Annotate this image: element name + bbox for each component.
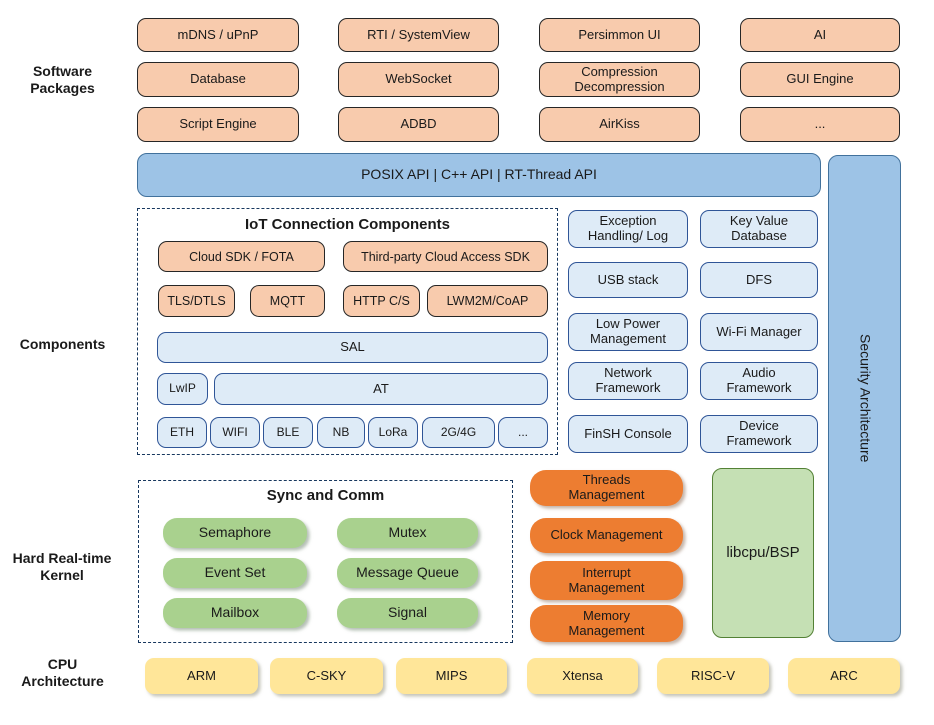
iot-tls-dtls: TLS/DTLS: [158, 285, 235, 317]
kernel-clock-management: Clock Management: [530, 518, 683, 553]
package-ai: AI: [740, 18, 900, 52]
cpu-mips: MIPS: [396, 658, 507, 694]
cpu-xtensa: Xtensa: [527, 658, 638, 694]
iot-at: AT: [214, 373, 548, 405]
package-adbd: ADBD: [338, 107, 499, 142]
component-network-framework: Network Framework: [568, 362, 688, 400]
iot-connection-components-box: [137, 208, 558, 455]
iot-lwip: LwIP: [157, 373, 208, 405]
component-wifi-manager: Wi-Fi Manager: [700, 313, 818, 351]
cpu-c-sky: C-SKY: [270, 658, 383, 694]
label-hard-realtime-kernel: Hard Real-time Kernel: [12, 550, 112, 584]
package-gui-engine: GUI Engine: [740, 62, 900, 97]
iot-sal: SAL: [157, 332, 548, 363]
package-script-engine: Script Engine: [137, 107, 299, 142]
package-database: Database: [137, 62, 299, 97]
label-cpu-architecture: CPU Architecture: [21, 656, 104, 690]
iot-phy-ble: BLE: [263, 417, 313, 448]
component-usb-stack: USB stack: [568, 262, 688, 298]
package-persimmon-ui: Persimmon UI: [539, 18, 700, 52]
kernel-signal: Signal: [337, 598, 478, 628]
package-more: ...: [740, 107, 900, 142]
kernel-event-set: Event Set: [163, 558, 307, 588]
iot-cloud-sdk-fota: Cloud SDK / FOTA: [158, 241, 325, 272]
iot-phy-more: ...: [498, 417, 548, 448]
component-low-power-management: Low Power Management: [568, 313, 688, 351]
component-audio-framework: Audio Framework: [700, 362, 818, 400]
kernel-semaphore: Semaphore: [163, 518, 307, 548]
cpu-arc: ARC: [788, 658, 900, 694]
package-websocket: WebSocket: [338, 62, 499, 97]
kernel-mutex: Mutex: [337, 518, 478, 548]
kernel-threads-management: Threads Management: [530, 470, 683, 506]
label-components: Components: [19, 336, 106, 352]
label-software-packages: Software Packages: [30, 63, 95, 97]
iot-phy-nb: NB: [317, 417, 365, 448]
component-dfs: DFS: [700, 262, 818, 298]
api-bar: POSIX API | C++ API | RT-Thread API: [137, 153, 821, 197]
kernel-memory-management: Memory Management: [530, 605, 683, 642]
cpu-arm: ARM: [145, 658, 258, 694]
iot-phy-2g4g: 2G/4G: [422, 417, 495, 448]
component-device-framework: Device Framework: [700, 415, 818, 453]
kernel-message-queue: Message Queue: [337, 558, 478, 588]
kernel-interrupt-management: Interrupt Management: [530, 561, 683, 600]
component-key-value-database: Key Value Database: [700, 210, 818, 248]
sync-and-comm-title: Sync and Comm: [266, 487, 385, 504]
package-airkiss: AirKiss: [539, 107, 700, 142]
package-mdns-upnp: mDNS / uPnP: [137, 18, 299, 52]
iot-phy-lora: LoRa: [368, 417, 418, 448]
security-architecture-bar: Security Architecture: [828, 155, 901, 642]
iot-third-party-cloud-sdk: Third-party Cloud Access SDK: [343, 241, 548, 272]
component-finsh-console: FinSH Console: [568, 415, 688, 453]
iot-http-cs: HTTP C/S: [343, 285, 420, 317]
package-compression: Compression Decompression: [539, 62, 700, 97]
iot-phy-eth: ETH: [157, 417, 207, 448]
sync-and-comm-box: [138, 480, 513, 643]
iot-lwm2m-coap: LWM2M/CoAP: [427, 285, 548, 317]
iot-mqtt: MQTT: [250, 285, 325, 317]
package-rti-systemview: RTI / SystemView: [338, 18, 499, 52]
kernel-mailbox: Mailbox: [163, 598, 307, 628]
cpu-risc-v: RISC-V: [657, 658, 769, 694]
iot-connection-components-title: IoT Connection Components: [245, 216, 450, 233]
component-exception-handling-log: Exception Handling/ Log: [568, 210, 688, 248]
libcpu-bsp: libcpu/BSP: [712, 468, 814, 638]
iot-phy-wifi: WIFI: [210, 417, 260, 448]
